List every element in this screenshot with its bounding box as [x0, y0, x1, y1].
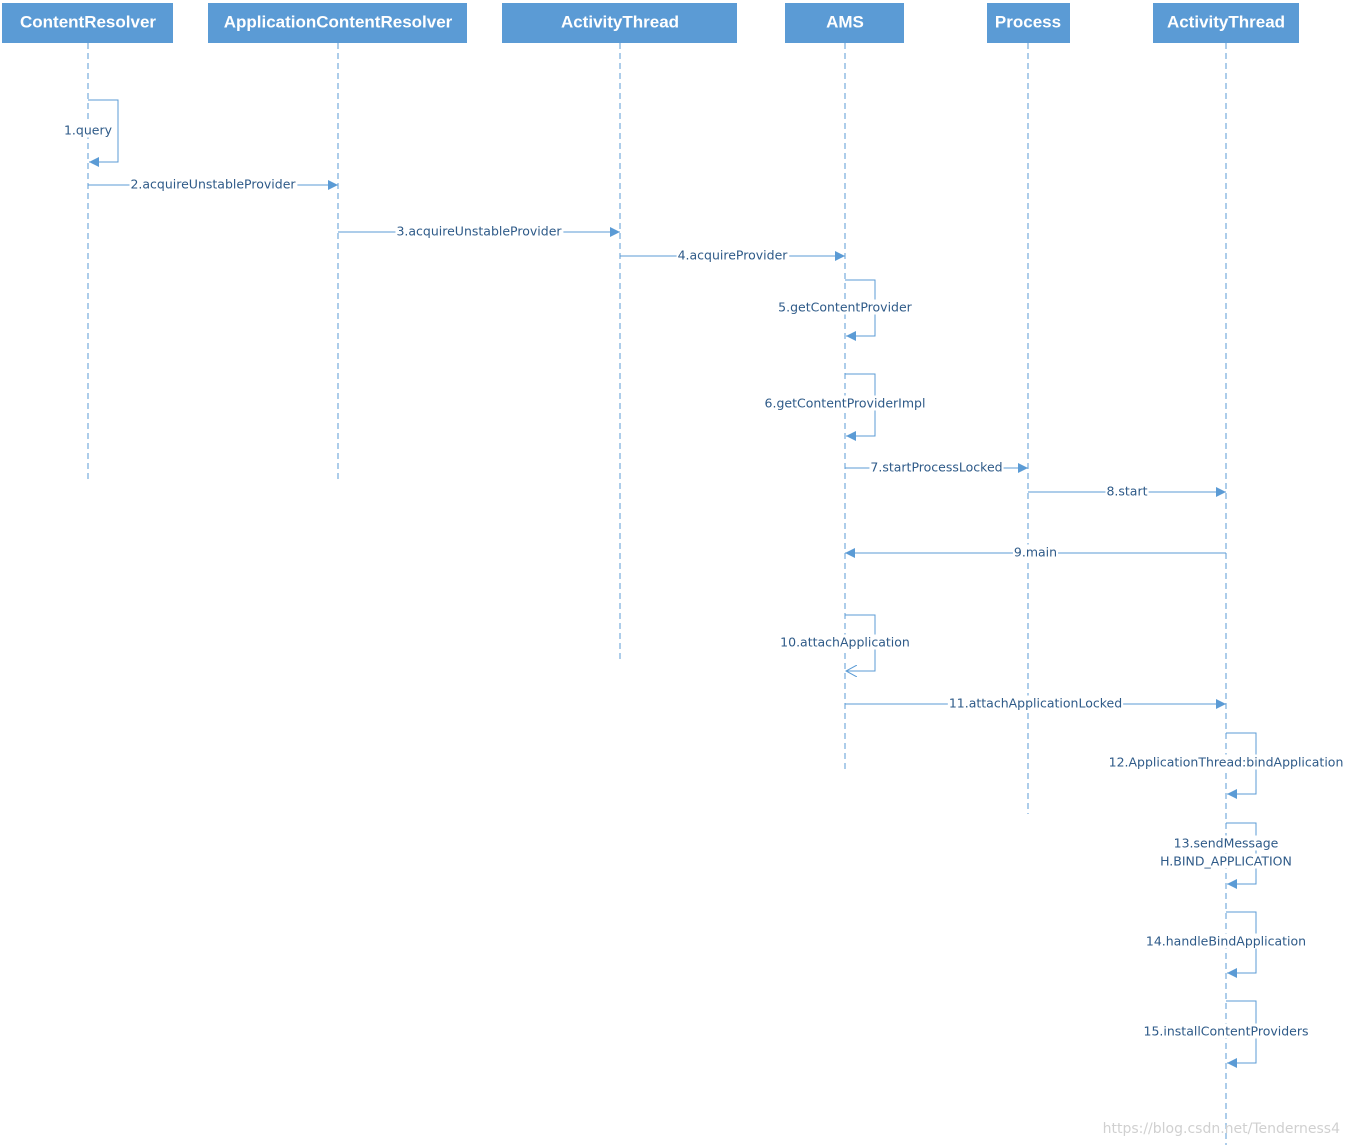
- message-10: 10.attachApplication: [779, 614, 911, 671]
- message-label-bg: [1107, 754, 1345, 770]
- message-9: 9.main: [845, 544, 1226, 560]
- message-label-bg: [395, 223, 564, 239]
- participant-application-content-resolver: ApplicationContentResolver: [208, 3, 467, 43]
- message-label-group: 8.start: [1105, 483, 1149, 499]
- message-label-group: 9.main: [1012, 544, 1059, 560]
- message-label-group: 3.acquireUnstableProvider: [395, 223, 564, 239]
- message-11: 11.attachApplicationLocked: [845, 695, 1226, 711]
- participant-box: [208, 3, 467, 43]
- message-8: 8.start: [1028, 483, 1226, 499]
- message-label-bg: [1144, 933, 1308, 949]
- message-label: 3.acquireUnstableProvider: [396, 224, 562, 239]
- message-label-group: 12.ApplicationThread:bindApplication: [1107, 754, 1345, 770]
- message-label-bg: [947, 695, 1124, 711]
- message-label-group: 6.getContentProviderImpl: [763, 395, 927, 411]
- message-5: 5.getContentProvider: [777, 279, 914, 341]
- watermark-text: https://blog.csdn.net/Tenderness4: [1103, 1121, 1340, 1137]
- participant-ams: AMS: [785, 3, 904, 43]
- message-label-bg: [779, 634, 911, 650]
- participant-box: [1153, 3, 1299, 43]
- participant-content-resolver: ContentResolver: [2, 3, 173, 43]
- message-label: 7.startProcessLocked: [870, 460, 1002, 475]
- message-label-bg: [1172, 835, 1280, 851]
- message-14: 14.handleBindApplication: [1144, 911, 1308, 978]
- message-2: 2.acquireUnstableProvider: [88, 176, 338, 192]
- message-7: 7.startProcessLocked: [845, 459, 1028, 475]
- message-label-group: 14.handleBindApplication: [1144, 933, 1308, 949]
- message-label-bg: [1142, 1023, 1310, 1039]
- message-label-bg: [763, 395, 927, 411]
- message-label-line2-group: H.BIND_APPLICATION: [1159, 853, 1293, 869]
- message-label-group: 1.query: [62, 122, 114, 138]
- message-label-bg: [62, 122, 114, 138]
- participant-box: [987, 3, 1070, 43]
- message-label-bg: [676, 247, 790, 263]
- message-6: 6.getContentProviderImpl: [763, 373, 927, 441]
- message-label: 12.ApplicationThread:bindApplication: [1109, 755, 1344, 770]
- message-label-group: 15.installContentProviders: [1142, 1023, 1310, 1039]
- message-label-bg: [777, 299, 914, 315]
- message-label-group: 4.acquireProvider: [676, 247, 790, 263]
- message-label-group: 11.attachApplicationLocked: [947, 695, 1124, 711]
- participant-label: ApplicationContentResolver: [224, 12, 453, 31]
- participant-label: ActivityThread: [561, 12, 679, 31]
- message-label-group: 2.acquireUnstableProvider: [129, 176, 298, 192]
- message-label: 13.sendMessage: [1174, 836, 1279, 851]
- message-3: 3.acquireUnstableProvider: [338, 223, 620, 239]
- participant-activity-thread-new: ActivityThread: [1153, 3, 1299, 43]
- message-15: 15.installContentProviders: [1142, 1000, 1310, 1068]
- message-label-line2-bg: [1159, 853, 1293, 869]
- message-4: 4.acquireProvider: [620, 247, 845, 263]
- participant-activity-thread-client: ActivityThread: [502, 3, 737, 43]
- message-label: 10.attachApplication: [780, 635, 910, 650]
- participant-label: Process: [995, 12, 1061, 31]
- message-label-group: 5.getContentProvider: [777, 299, 914, 315]
- message-label-group: 7.startProcessLocked: [869, 459, 1004, 475]
- participant-box: [2, 3, 173, 43]
- participant-label: ActivityThread: [1167, 12, 1285, 31]
- message-label: 5.getContentProvider: [778, 300, 912, 315]
- message-label-bg: [129, 176, 298, 192]
- message-label: 6.getContentProviderImpl: [765, 396, 926, 411]
- message-label-bg: [1105, 483, 1149, 499]
- message-label-bg: [869, 459, 1004, 475]
- message-label-group: 13.sendMessage: [1172, 835, 1280, 851]
- participant-box: [785, 3, 904, 43]
- message-1: 1.query: [62, 99, 119, 167]
- message-label: 9.main: [1014, 545, 1057, 560]
- message-label: 14.handleBindApplication: [1146, 934, 1306, 949]
- message-label-line2: H.BIND_APPLICATION: [1160, 854, 1292, 869]
- message-label: 8.start: [1106, 484, 1147, 499]
- message-label: 1.query: [64, 123, 113, 138]
- self-message-arrow: [88, 99, 119, 167]
- message-label: 15.installContentProviders: [1144, 1024, 1309, 1039]
- message-label: 11.attachApplicationLocked: [949, 696, 1122, 711]
- message-12: 12.ApplicationThread:bindApplication: [1107, 732, 1345, 799]
- message-label-bg: [1012, 544, 1059, 560]
- participant-process: Process: [987, 3, 1070, 43]
- participant-label: ContentResolver: [20, 12, 156, 31]
- message-label: 2.acquireUnstableProvider: [130, 177, 296, 192]
- participant-box: [502, 3, 737, 43]
- message-label: 4.acquireProvider: [678, 248, 789, 263]
- participant-label: AMS: [826, 12, 864, 31]
- message-label-group: 10.attachApplication: [779, 634, 911, 650]
